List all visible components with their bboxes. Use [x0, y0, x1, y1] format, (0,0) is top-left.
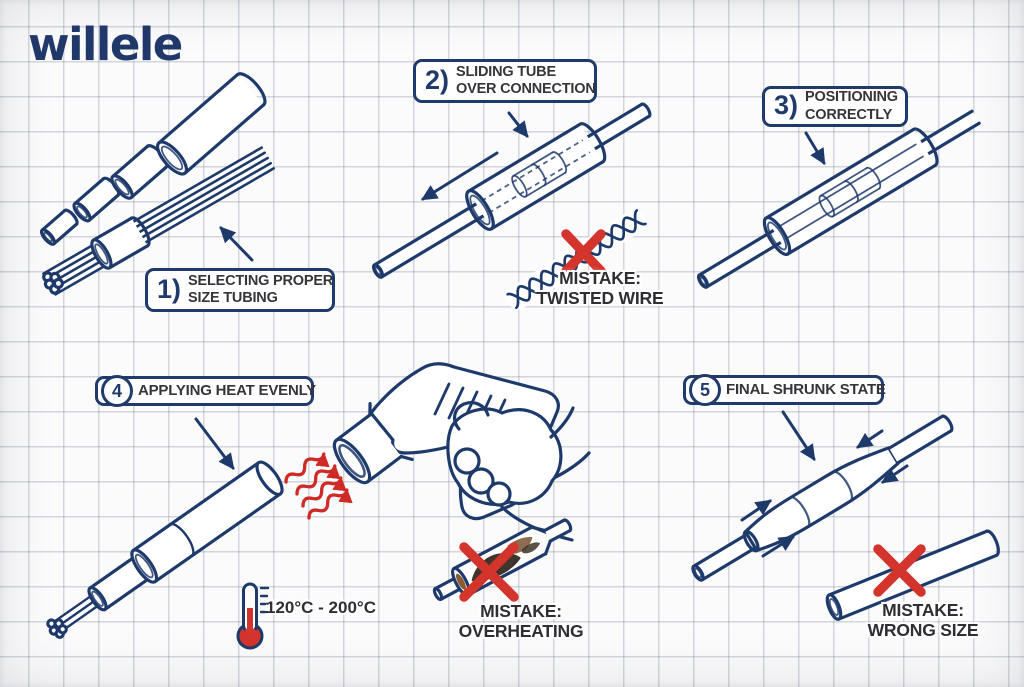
mistake-caption-twisted-wire: MISTAKE:TWISTED WIRE — [536, 268, 664, 308]
cross-icon — [561, 229, 606, 276]
step-number: 3) — [774, 90, 799, 120]
arrow-icon — [804, 131, 826, 166]
heat-gun — [332, 362, 591, 542]
step3-illustration — [696, 109, 981, 289]
step-label-4: 4 APPLYING HEAT EVENLY — [95, 375, 316, 407]
cross-icon — [459, 542, 519, 602]
arrow-icon — [219, 226, 254, 262]
shrink-arrow-icon — [856, 429, 884, 449]
arrow-icon — [507, 111, 529, 138]
mistake-caption-overheating: MISTAKE:OVERHEATING — [458, 601, 584, 641]
cross-icon — [873, 544, 926, 597]
hand — [446, 401, 563, 507]
shrink-arrow-icon — [881, 464, 909, 484]
temperature-range: 120°C - 200°C — [266, 598, 376, 617]
step-number: 4 — [101, 375, 133, 407]
step-title: FINAL SHRUNK STATE — [726, 381, 886, 398]
thermometer-icon — [236, 582, 270, 650]
mistake-caption-wrong-size: MISTAKE:WRONG SIZE — [867, 600, 979, 640]
step-label-5: 5 FINAL SHRUNK STATE — [683, 374, 886, 406]
step-title: APPLYING HEAT EVENLY — [138, 382, 316, 399]
step-number: 1) — [157, 273, 182, 304]
shrink-arrow-icon — [761, 535, 796, 558]
brand-logo: willele — [28, 18, 183, 71]
heated-cable — [45, 460, 284, 639]
step4-illustration — [45, 362, 591, 650]
step1-illustration — [39, 72, 276, 296]
step2-illustration — [371, 102, 652, 310]
step-number: 5 — [689, 374, 721, 406]
step5-illustration — [691, 410, 1000, 621]
arrow-icon — [781, 410, 816, 462]
heat-wave-icon — [284, 452, 353, 520]
arrow-icon — [194, 417, 235, 470]
slide-arrow-icon — [420, 151, 499, 201]
shrink-arrow-icon — [740, 499, 772, 522]
step-number: 2) — [425, 64, 450, 95]
